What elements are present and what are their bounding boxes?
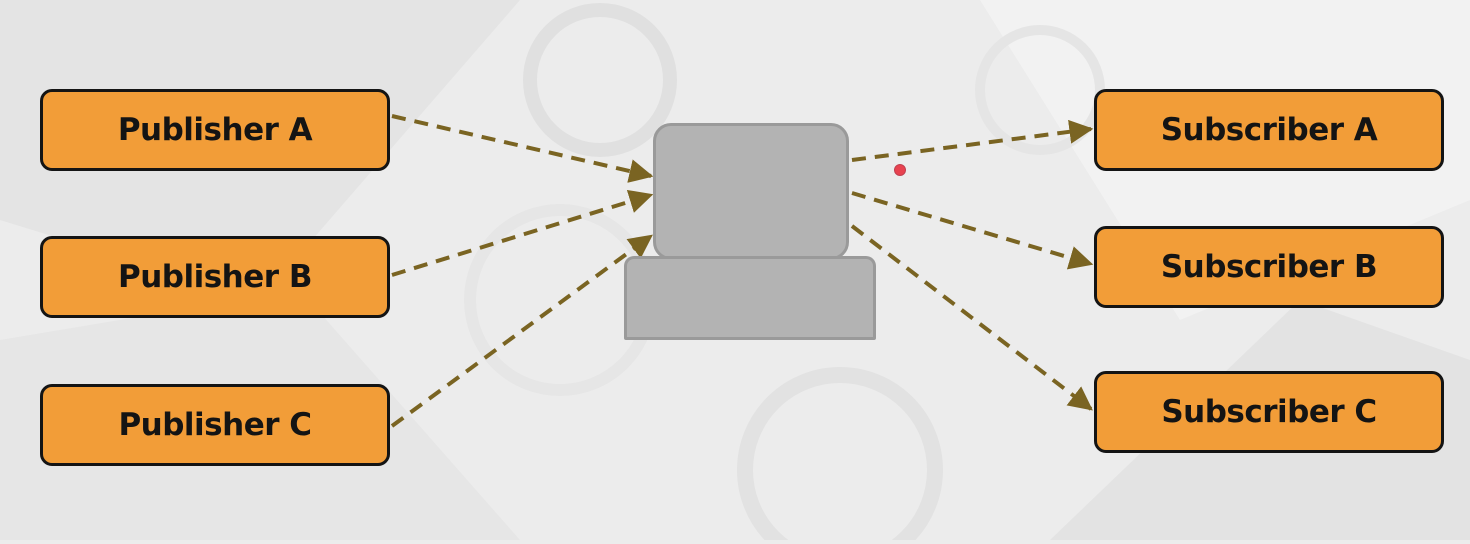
publisher-c-box: Publisher C: [40, 384, 390, 466]
subscriber-a-label: Subscriber A: [1160, 112, 1378, 148]
publisher-b-box: Publisher B: [40, 236, 390, 318]
publisher-a-label: Publisher A: [117, 112, 313, 148]
subscriber-c-label: Subscriber C: [1161, 394, 1377, 430]
subscriber-c-box: Subscriber C: [1094, 371, 1444, 453]
publisher-b-label: Publisher B: [118, 259, 313, 295]
broker-server-icon-top: [653, 123, 849, 260]
publisher-c-label: Publisher C: [118, 407, 312, 443]
publisher-a-box: Publisher A: [40, 89, 390, 171]
subscriber-b-box: Subscriber B: [1094, 226, 1444, 308]
cursor-pointer-dot: [894, 164, 906, 176]
subscriber-a-box: Subscriber A: [1094, 89, 1444, 171]
broker-server-icon-base: [624, 256, 876, 340]
subscriber-b-label: Subscriber B: [1160, 249, 1378, 285]
